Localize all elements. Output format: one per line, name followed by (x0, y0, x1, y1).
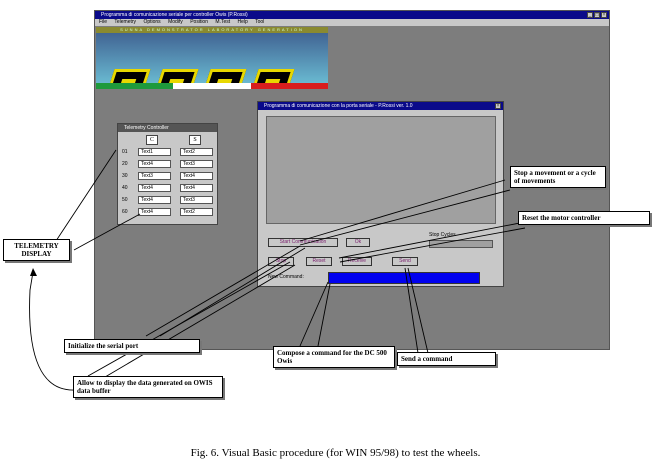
telemetry-row-label: 01 (122, 149, 128, 155)
new-command-label: New Command: (268, 274, 304, 280)
telemetry-window: Telemetry Controller C S 01 Text1 Text2 … (117, 123, 218, 225)
start-communication-button[interactable]: Start Communication (268, 238, 338, 247)
menu-position[interactable]: Position (190, 19, 208, 25)
callout-telemetry: TELEMETRY DISPLAY (3, 239, 70, 261)
com-window-title: Programma di comunicazione con la porta … (258, 102, 503, 110)
callout-compose: Compose a command for the DC 500 Owis (273, 346, 395, 368)
menu-telemetry[interactable]: Telemetry (114, 19, 137, 25)
telemetry-field-s[interactable]: Text3 (180, 196, 213, 204)
menu-file[interactable]: File (99, 19, 108, 25)
new-command-input[interactable] (328, 272, 480, 284)
com-window-controls: × (495, 103, 501, 109)
minimize-icon[interactable]: _ (587, 12, 593, 18)
send-button[interactable]: Send (392, 257, 418, 266)
main-window-controls: _ □ × (587, 12, 607, 18)
telemetry-field-s[interactable]: Text2 (180, 148, 213, 156)
callout-reset: Reset the motor controller (518, 211, 650, 225)
stop-cycles-field[interactable] (429, 240, 493, 248)
logo-banner: SUNNA DEMONSTRATOR LABORATORY GENERATION (96, 27, 328, 33)
callout-buffer: Allow to display the data generated on O… (73, 376, 223, 398)
telemetry-field-s[interactable]: Text3 (180, 160, 213, 168)
maximize-icon[interactable]: □ (594, 12, 600, 18)
telemetry-header-s: S (189, 135, 201, 145)
arrowhead (30, 268, 37, 276)
menu-tool[interactable]: Tool (255, 19, 265, 25)
flag-white (173, 83, 251, 89)
compose-arrow (299, 281, 331, 347)
stop-arrow (299, 179, 511, 246)
telemetry-row-label: 50 (122, 197, 128, 203)
stop-cycles-label: Stop Cycles (429, 232, 456, 238)
callout-init: Initialize the serial port (64, 339, 200, 353)
callout-stop: Stop a movement or a cycle of movements (510, 166, 606, 188)
menu-mtest[interactable]: M.Test (215, 19, 231, 25)
com-window: Programma di comunicazione con la porta … (257, 101, 504, 287)
telemetry-row-label: 40 (122, 185, 128, 191)
flag-green (96, 83, 173, 89)
close-icon[interactable]: × (601, 12, 607, 18)
menu-modify[interactable]: Modify (168, 19, 183, 25)
buffer-arrow (87, 261, 296, 381)
telemetry-row-label: 30 (122, 173, 128, 179)
flag-red (251, 83, 328, 89)
telemetry-arrow (49, 149, 141, 251)
telemetry-field-c[interactable]: Text1 (138, 148, 171, 156)
main-window-title: Programma di comunicazione seriale per c… (95, 11, 609, 19)
telemetry-row-label: 20 (122, 161, 128, 167)
telemetry-field-s[interactable]: Text2 (180, 208, 213, 216)
buffer-curve-arrow (29, 271, 76, 391)
ok-button[interactable]: Ok (346, 238, 370, 247)
callout-send: Send a command (397, 352, 496, 366)
cold-logo (96, 27, 328, 89)
data-buffer-display (266, 116, 496, 224)
telemetry-header-c: C (146, 135, 158, 145)
init-arrow (145, 245, 306, 337)
menu-options[interactable]: Options (143, 19, 161, 25)
telemetry-field-c[interactable]: Text4 (138, 184, 171, 192)
send-arrow (404, 267, 429, 354)
menu-help[interactable]: Help (237, 19, 248, 25)
telemetry-field-c[interactable]: Text4 (138, 196, 171, 204)
telemetry-row-label: 60 (122, 209, 128, 215)
telemetry-field-c[interactable]: Text4 (138, 208, 171, 216)
close-icon[interactable]: × (495, 103, 501, 109)
telemetry-field-c[interactable]: Text4 (138, 160, 171, 168)
figure-caption: Fig. 6. Visual Basic procedure (for WIN … (190, 447, 481, 459)
telemetry-field-s[interactable]: Text4 (180, 172, 213, 180)
telemetry-field-c[interactable]: Text3 (138, 172, 171, 180)
reset-button[interactable]: Reset (306, 257, 332, 266)
reset-arrow (338, 221, 526, 263)
telemetry-field-s[interactable]: Text4 (180, 184, 213, 192)
telemetry-window-title: Telemetry Controller (118, 124, 217, 132)
menu-bar: File Telemetry Options Modify Position M… (95, 19, 609, 26)
